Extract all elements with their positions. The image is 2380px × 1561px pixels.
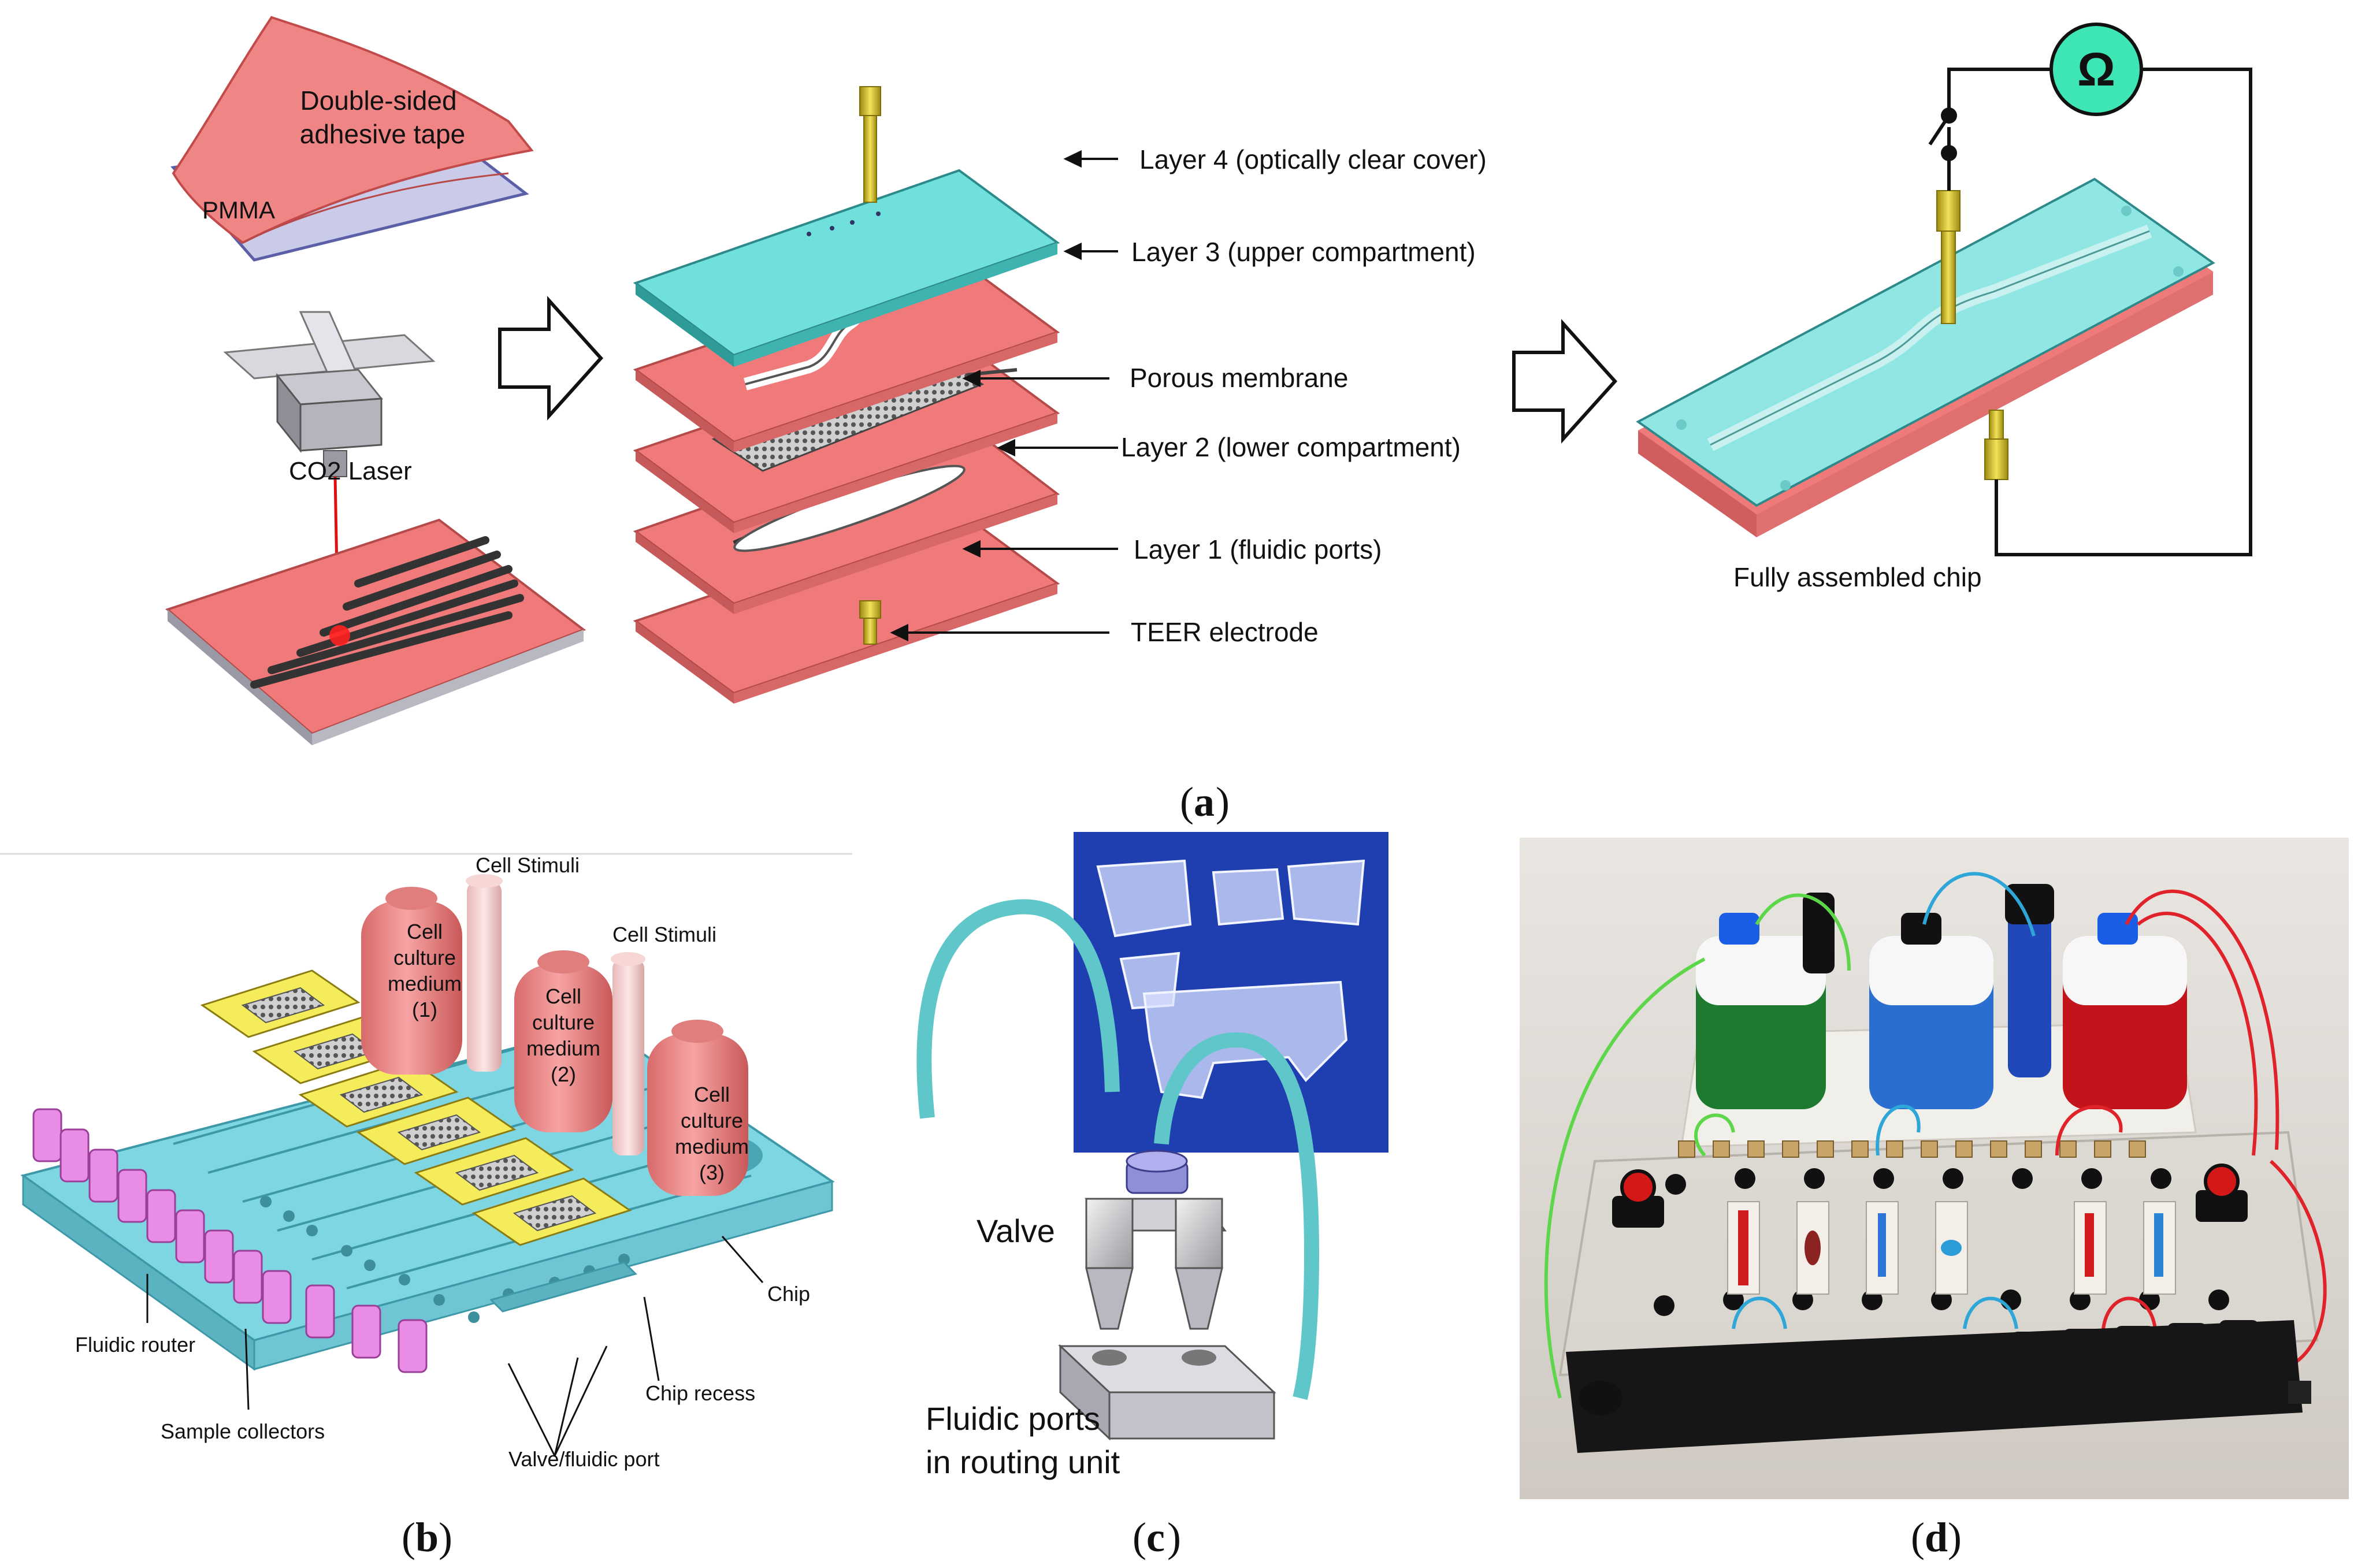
side-valve-right <box>2196 1164 2248 1222</box>
sample-collectors <box>32 1108 428 1373</box>
pmma-label: PMMA <box>202 196 275 224</box>
svg-text:(: ( <box>1911 1514 1925 1560</box>
panel-b: Cell culture medium (1) Cell culture med… <box>0 853 852 1560</box>
svg-text:): ) <box>1948 1514 1962 1560</box>
svg-text:d: d <box>1925 1514 1948 1560</box>
membrane-label: Porous membrane <box>1130 363 1348 393</box>
svg-text:c: c <box>1146 1514 1165 1560</box>
svg-text:medium: medium <box>526 1036 600 1060</box>
caption-a: ( a ) <box>1180 779 1230 825</box>
svg-text:b: b <box>415 1514 439 1560</box>
svg-text:(: ( <box>402 1514 415 1560</box>
layer2-label: Layer 2 (lower compartment) <box>1121 432 1461 462</box>
sample-collectors-label: Sample collectors <box>161 1419 325 1443</box>
fluidic-router-label: Fluidic router <box>75 1333 195 1356</box>
cell-culture-medium-bottles <box>361 874 748 1196</box>
teer-electrode-top <box>859 86 881 203</box>
layer1-label: Layer 1 (fluidic ports) <box>1134 534 1382 564</box>
tubing-right <box>1154 1032 1320 1400</box>
inlet-left <box>1579 1381 1622 1415</box>
svg-text:a: a <box>1194 779 1215 825</box>
tubing <box>1544 872 2327 1399</box>
pmma-tape-sheet <box>170 16 534 262</box>
reagent-bottles <box>1696 884 2187 1109</box>
leader-arrows <box>890 150 1118 642</box>
chip-label: Chip <box>767 1282 810 1306</box>
arrow-right-icon-2 <box>1512 319 1618 444</box>
svg-text:culture: culture <box>681 1109 743 1132</box>
ohmmeter-icon <box>2049 23 2143 116</box>
ports-label-line2: in routing unit <box>926 1444 1120 1480</box>
svg-text:(1): (1) <box>412 998 437 1021</box>
svg-text:(3): (3) <box>699 1161 725 1184</box>
svg-text:Cell: Cell <box>694 1083 730 1106</box>
bottle-1-label: Cell culture medium (1) <box>388 920 462 1021</box>
svg-text:(2): (2) <box>551 1062 576 1086</box>
arrow-right-icon-1 <box>498 296 604 421</box>
svg-text:Cell: Cell <box>545 984 581 1008</box>
cell-stimuli-label-2: Cell Stimuli <box>612 923 716 946</box>
side-valve-left <box>1612 1169 1664 1228</box>
chip-slots <box>1727 1201 2176 1295</box>
svg-text:medium: medium <box>388 972 462 995</box>
svg-text:): ) <box>1167 1514 1181 1560</box>
valve-port-label: Valve/fluidic port <box>508 1447 659 1471</box>
cutting-plate <box>165 518 586 745</box>
svg-text:medium: medium <box>675 1135 749 1158</box>
tape-label-line1: Double-sided <box>300 86 456 116</box>
svg-text:(: ( <box>1133 1514 1146 1560</box>
ohm-symbol: Ω <box>2077 43 2115 96</box>
valve-label: Valve <box>976 1213 1055 1249</box>
ports-label-line1: Fluidic ports <box>926 1400 1100 1437</box>
panel-a: Double-sided adhesive tape PMMA CO2 Lase… <box>165 16 2252 825</box>
bottle-3-label: Cell culture medium (3) <box>675 1083 749 1184</box>
caption-c: ( c ) <box>1133 1514 1181 1560</box>
svg-text:Cell: Cell <box>407 920 443 943</box>
valve-photo-parts <box>1096 859 1365 1099</box>
svg-text:): ) <box>439 1514 452 1560</box>
caption-b: ( b ) <box>402 1514 452 1560</box>
svg-text:): ) <box>1216 779 1230 825</box>
port-holes <box>807 211 881 236</box>
assembled-chip <box>1636 177 2215 537</box>
bottle-2-label: Cell culture medium (2) <box>526 984 600 1086</box>
caption-d: ( d ) <box>1911 1514 1962 1560</box>
inlet-right <box>2288 1381 2311 1404</box>
layer4-label: Layer 4 (optically clear cover) <box>1139 144 1487 174</box>
panel-b-leaders <box>146 1236 764 1456</box>
switch-contact-upper <box>1941 107 1957 124</box>
layer3-label: Layer 3 (upper compartment) <box>1131 237 1476 267</box>
svg-text:(: ( <box>1180 779 1194 825</box>
panel-c: Valve Fluidic ports in routing unit ( c … <box>916 832 1388 1560</box>
svg-text:culture: culture <box>532 1010 595 1034</box>
laser-label: CO2 Laser <box>289 457 412 485</box>
tubing-left <box>916 899 1120 1119</box>
teer-electrode-bottom <box>859 600 881 645</box>
svg-text:culture: culture <box>393 946 456 969</box>
exploded-chip-stack <box>633 86 1060 704</box>
connectors-top-row <box>1678 1140 2146 1158</box>
cell-stimuli-label-1: Cell Stimuli <box>476 853 580 877</box>
electrode-label: TEER electrode <box>1131 617 1319 647</box>
chip-recess-label: Chip recess <box>645 1381 755 1405</box>
switch-contact-lower <box>1941 145 1957 161</box>
panel-d: ( d ) <box>1520 838 2349 1560</box>
valve-assembly <box>1058 1150 1276 1441</box>
tape-label-line2: adhesive tape <box>300 119 465 149</box>
assembled-label: Fully assembled chip <box>1733 562 1982 592</box>
